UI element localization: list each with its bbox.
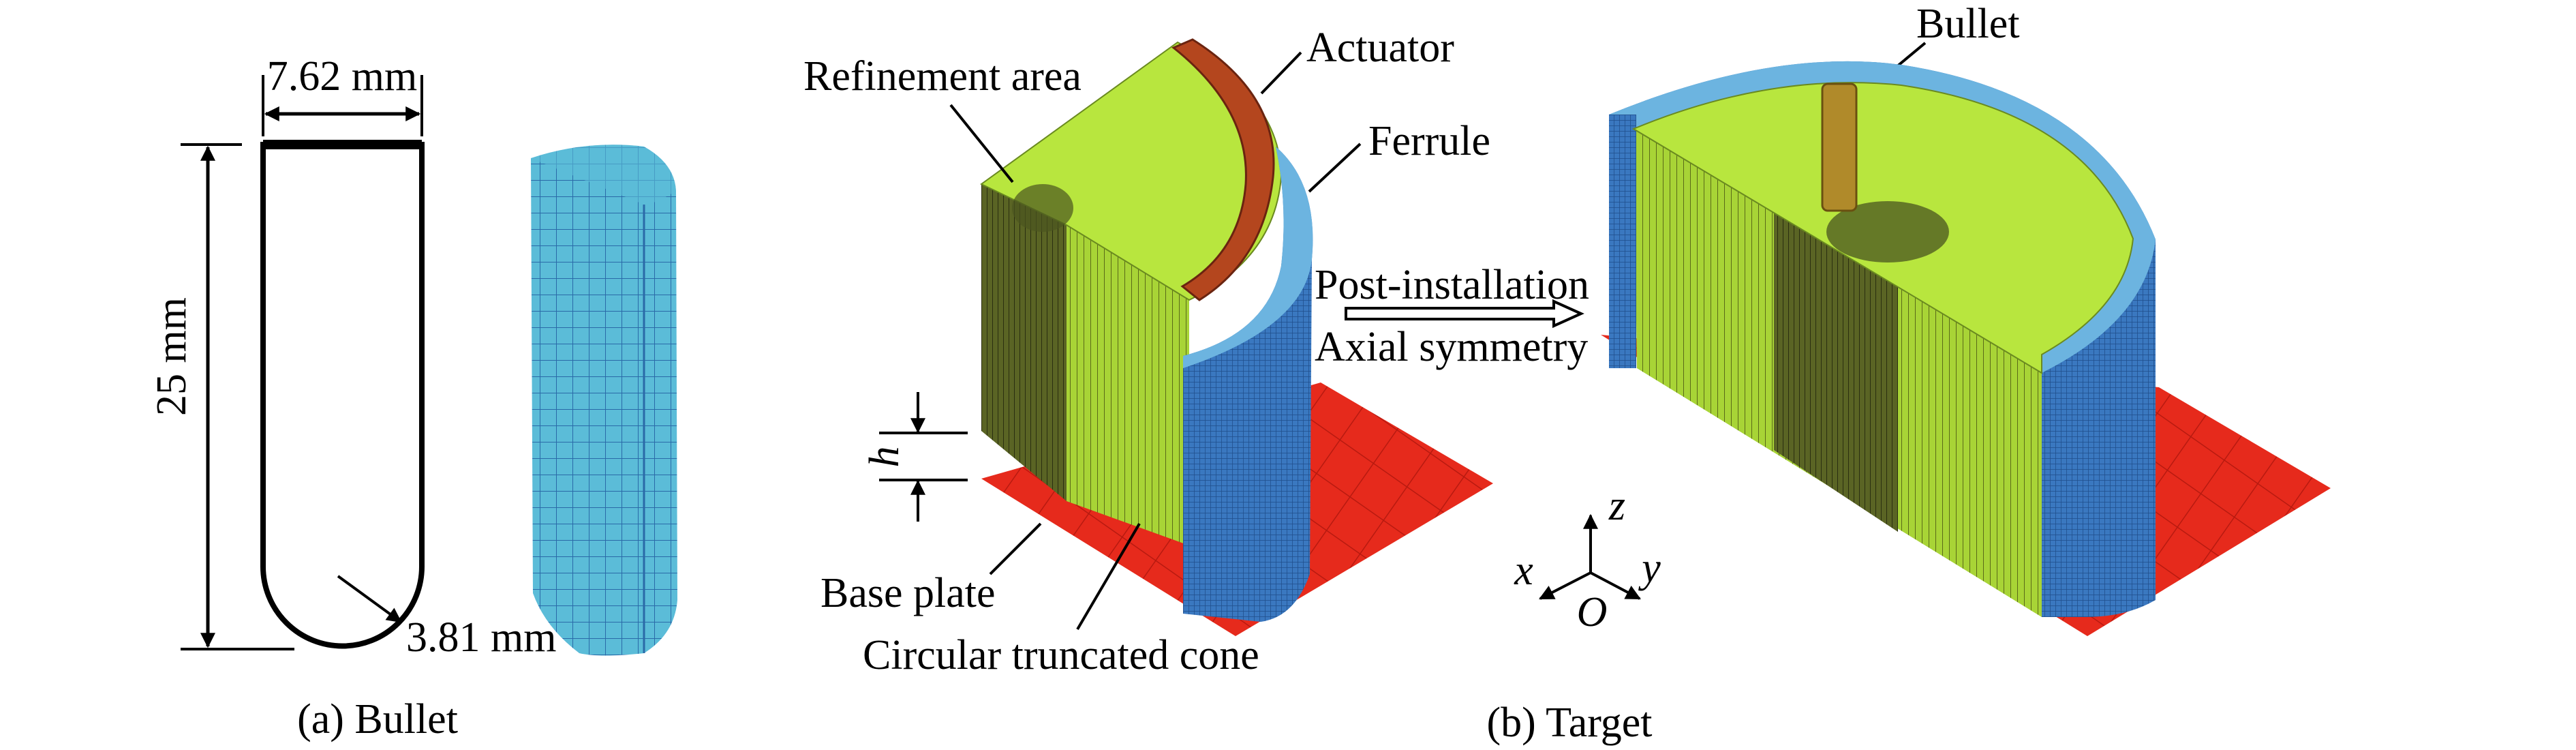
- cone-label: Circular truncated cone: [863, 632, 1259, 678]
- bullet-label: Bullet: [1916, 1, 2020, 47]
- axial-symmetry-label: Axial symmetry: [1315, 324, 1588, 370]
- panel-b-target: h Refinement area Actuator Ferrule Base …: [803, 1, 2331, 746]
- axis-x-label: x: [1514, 548, 1533, 594]
- actuator: [1171, 38, 1275, 301]
- panel-a-bullet: 7.62 mm 25 mm 3.81 mm (a) Bullet: [149, 53, 677, 742]
- axis-origin-label: O: [1577, 589, 1608, 635]
- bullet-rod: [1821, 82, 1858, 212]
- coordinate-axes: z x y O: [1514, 483, 1661, 635]
- target-front-face: [1067, 225, 1189, 545]
- refinement-area-face: [981, 184, 1067, 501]
- ferrule: [1183, 147, 1313, 622]
- length-dimension: 25 mm: [149, 143, 294, 650]
- axis-y-label: y: [1638, 545, 1661, 591]
- refinement-area-label: Refinement area: [803, 53, 1082, 100]
- radius-dimension: 3.81 mm: [337, 575, 556, 661]
- radius-dimension-label: 3.81 mm: [406, 614, 556, 661]
- hollow-arrow-icon: [1345, 299, 1584, 329]
- panel-b-caption: (b) Target: [1486, 700, 1652, 746]
- length-dimension-label: 25 mm: [149, 297, 195, 416]
- post-installation-model: Bullet: [1601, 1, 2331, 636]
- bullet-outline-drawing: [260, 140, 425, 649]
- bullet-mesh-model: [531, 145, 677, 656]
- height-dimension: h: [861, 392, 968, 522]
- refinement-strip: [1774, 210, 1898, 532]
- actuator-label: Actuator: [1306, 25, 1454, 71]
- ferrule-label: Ferrule: [1368, 118, 1490, 164]
- transition-arrow: Post-installation Axial symmetry: [1315, 262, 1589, 370]
- width-dimension: 7.62 mm: [262, 53, 423, 136]
- base-plate-label: Base plate: [821, 570, 996, 616]
- post-installation-label: Post-installation: [1315, 262, 1589, 308]
- panel-a-caption: (a) Bullet: [297, 696, 458, 742]
- width-dimension-label: 7.62 mm: [267, 53, 417, 100]
- pre-installation-model: [980, 38, 1493, 636]
- height-symbol-label: h: [861, 447, 908, 468]
- axis-z-label: z: [1608, 483, 1625, 529]
